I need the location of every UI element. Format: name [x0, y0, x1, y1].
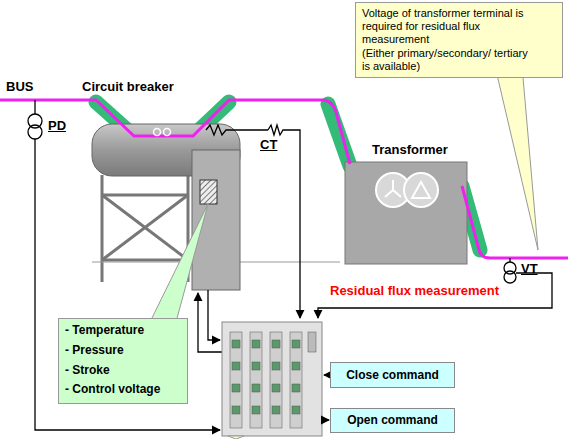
box-text: - Stroke [65, 361, 181, 381]
controller-modules [230, 332, 316, 428]
pd-wire [35, 139, 220, 430]
transformer-body [345, 162, 467, 264]
sensor-callout: - Temperature- Pressure- Stroke- Control… [58, 318, 188, 404]
box-text: Voltage of transformer terminal is requi… [362, 7, 530, 47]
pd-symbol [28, 100, 42, 139]
bus-line [462, 186, 568, 258]
box-text: - Pressure [65, 341, 181, 361]
function-label: Residual flux measurement [330, 284, 499, 299]
callout-tail [228, 436, 244, 439]
part-name: Circuit breaker [82, 80, 174, 95]
control-cabinet [192, 150, 240, 290]
contact-symbol [164, 129, 171, 136]
note-callout: Voltage of transformer terminal is requi… [355, 2, 563, 78]
box-text: - Temperature [65, 321, 181, 341]
box-text: - Control voltage [65, 380, 181, 400]
command-box: Open command [330, 408, 455, 433]
vt-wire [318, 273, 552, 318]
box-text: (Either primary/secondary/ tertiary is a… [362, 47, 530, 73]
callout-tail [150, 204, 208, 322]
bus-label: BUS [6, 80, 33, 95]
box-text: Close command [337, 368, 448, 382]
breaker-frame [102, 175, 188, 282]
sensor-wire [208, 290, 220, 340]
open-arrow [322, 419, 329, 420]
command-box: Close command [330, 362, 455, 388]
winding-marks [385, 180, 430, 198]
part-name: Transformer [372, 143, 448, 158]
signal-name: CT [260, 138, 277, 153]
controller-unit [222, 322, 322, 436]
command-wire [198, 293, 222, 352]
callout-tail [495, 66, 538, 250]
box-text: Open command [337, 413, 448, 427]
signal-name: VT [521, 262, 538, 277]
contact-symbol [154, 129, 161, 136]
bus-line [0, 100, 350, 164]
vt-symbol [504, 258, 516, 283]
winding-symbol [404, 173, 438, 207]
signal-name: PD [48, 119, 66, 134]
ct-coil [206, 125, 268, 135]
sensor-box [200, 180, 217, 204]
ct-wire [268, 125, 300, 318]
